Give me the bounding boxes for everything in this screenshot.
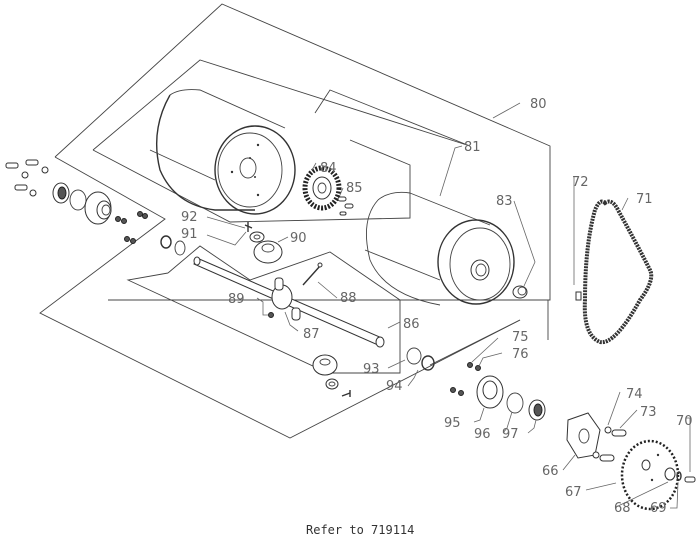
callout-69: 69	[650, 501, 667, 516]
callout-97: 97	[502, 427, 519, 442]
assembly-outline-right	[429, 300, 549, 366]
bolts-73-74	[592, 426, 627, 462]
callout-95: 95	[444, 416, 461, 431]
callout-89: 89	[228, 292, 245, 307]
pin-85	[337, 196, 354, 216]
sprocket-hub-66	[566, 412, 601, 459]
leader-lines	[206, 102, 691, 509]
bearing-left	[52, 182, 70, 204]
callout-96: 96	[474, 427, 491, 442]
washer-lower	[325, 378, 339, 390]
bushing-83	[512, 285, 528, 299]
rings-left	[160, 235, 186, 256]
callout-72: 72	[572, 175, 589, 190]
footer-note: Refer to 719114	[306, 523, 414, 537]
callout-81: 81	[464, 140, 481, 155]
cotter-pin-lower	[341, 390, 351, 397]
callout-80: 80	[530, 97, 547, 112]
callout-68: 68	[614, 501, 631, 516]
callout-91: 91	[181, 227, 198, 242]
callout-76: 76	[512, 347, 529, 362]
bearing-97	[528, 399, 546, 421]
lock-washer-69	[676, 471, 682, 481]
set-screw-89	[268, 312, 274, 318]
assembly-outline-82-inner	[314, 89, 471, 147]
callout-74: 74	[626, 387, 643, 402]
callout-66: 66	[542, 464, 559, 479]
drive-chain-71	[582, 199, 654, 345]
snap-ring-96	[506, 392, 524, 414]
cross-pin-88	[302, 262, 323, 286]
callout-94: 94	[386, 379, 403, 394]
flange-housing-95	[476, 375, 504, 409]
nuts-75-76	[450, 362, 481, 396]
cotter-pin-92	[244, 222, 253, 232]
callout-71: 71	[636, 192, 653, 207]
callout-87: 87	[303, 327, 320, 342]
callout-90: 90	[290, 231, 307, 246]
differential-yoke-87	[271, 277, 301, 321]
callout-73: 73	[640, 405, 657, 420]
callout-67: 67	[565, 485, 582, 500]
washer-93	[406, 347, 422, 365]
master-link-72	[575, 291, 582, 301]
callout-92: 92	[181, 210, 198, 225]
bolts-left	[5, 159, 49, 197]
nuts-left	[115, 211, 148, 244]
callout-88: 88	[340, 291, 357, 306]
callout-86: 86	[403, 317, 420, 332]
bolt-70	[684, 476, 696, 483]
bearing-cup-90	[253, 240, 283, 264]
callout-83: 83	[496, 194, 513, 209]
callout-84: 84	[320, 161, 337, 176]
assembly-outline-81	[92, 59, 471, 223]
callout-93: 93	[363, 362, 380, 377]
washer-68	[664, 467, 676, 481]
bearing-cup-lower	[312, 354, 338, 376]
bevel-gear-84	[302, 165, 342, 211]
callout-70: 70	[676, 414, 693, 429]
assembly-outline-86	[126, 245, 401, 374]
flange-housing-left	[84, 191, 112, 225]
roller-drum-right	[364, 191, 515, 306]
callout-75: 75	[512, 330, 529, 345]
roller-drum-left	[149, 89, 296, 215]
washer-91	[249, 231, 265, 243]
snap-ring-94	[421, 355, 435, 371]
assembly-outline-80	[39, 3, 551, 439]
sprocket-67	[620, 439, 680, 511]
callout-85: 85	[346, 181, 363, 196]
snap-ring-left	[69, 189, 87, 211]
